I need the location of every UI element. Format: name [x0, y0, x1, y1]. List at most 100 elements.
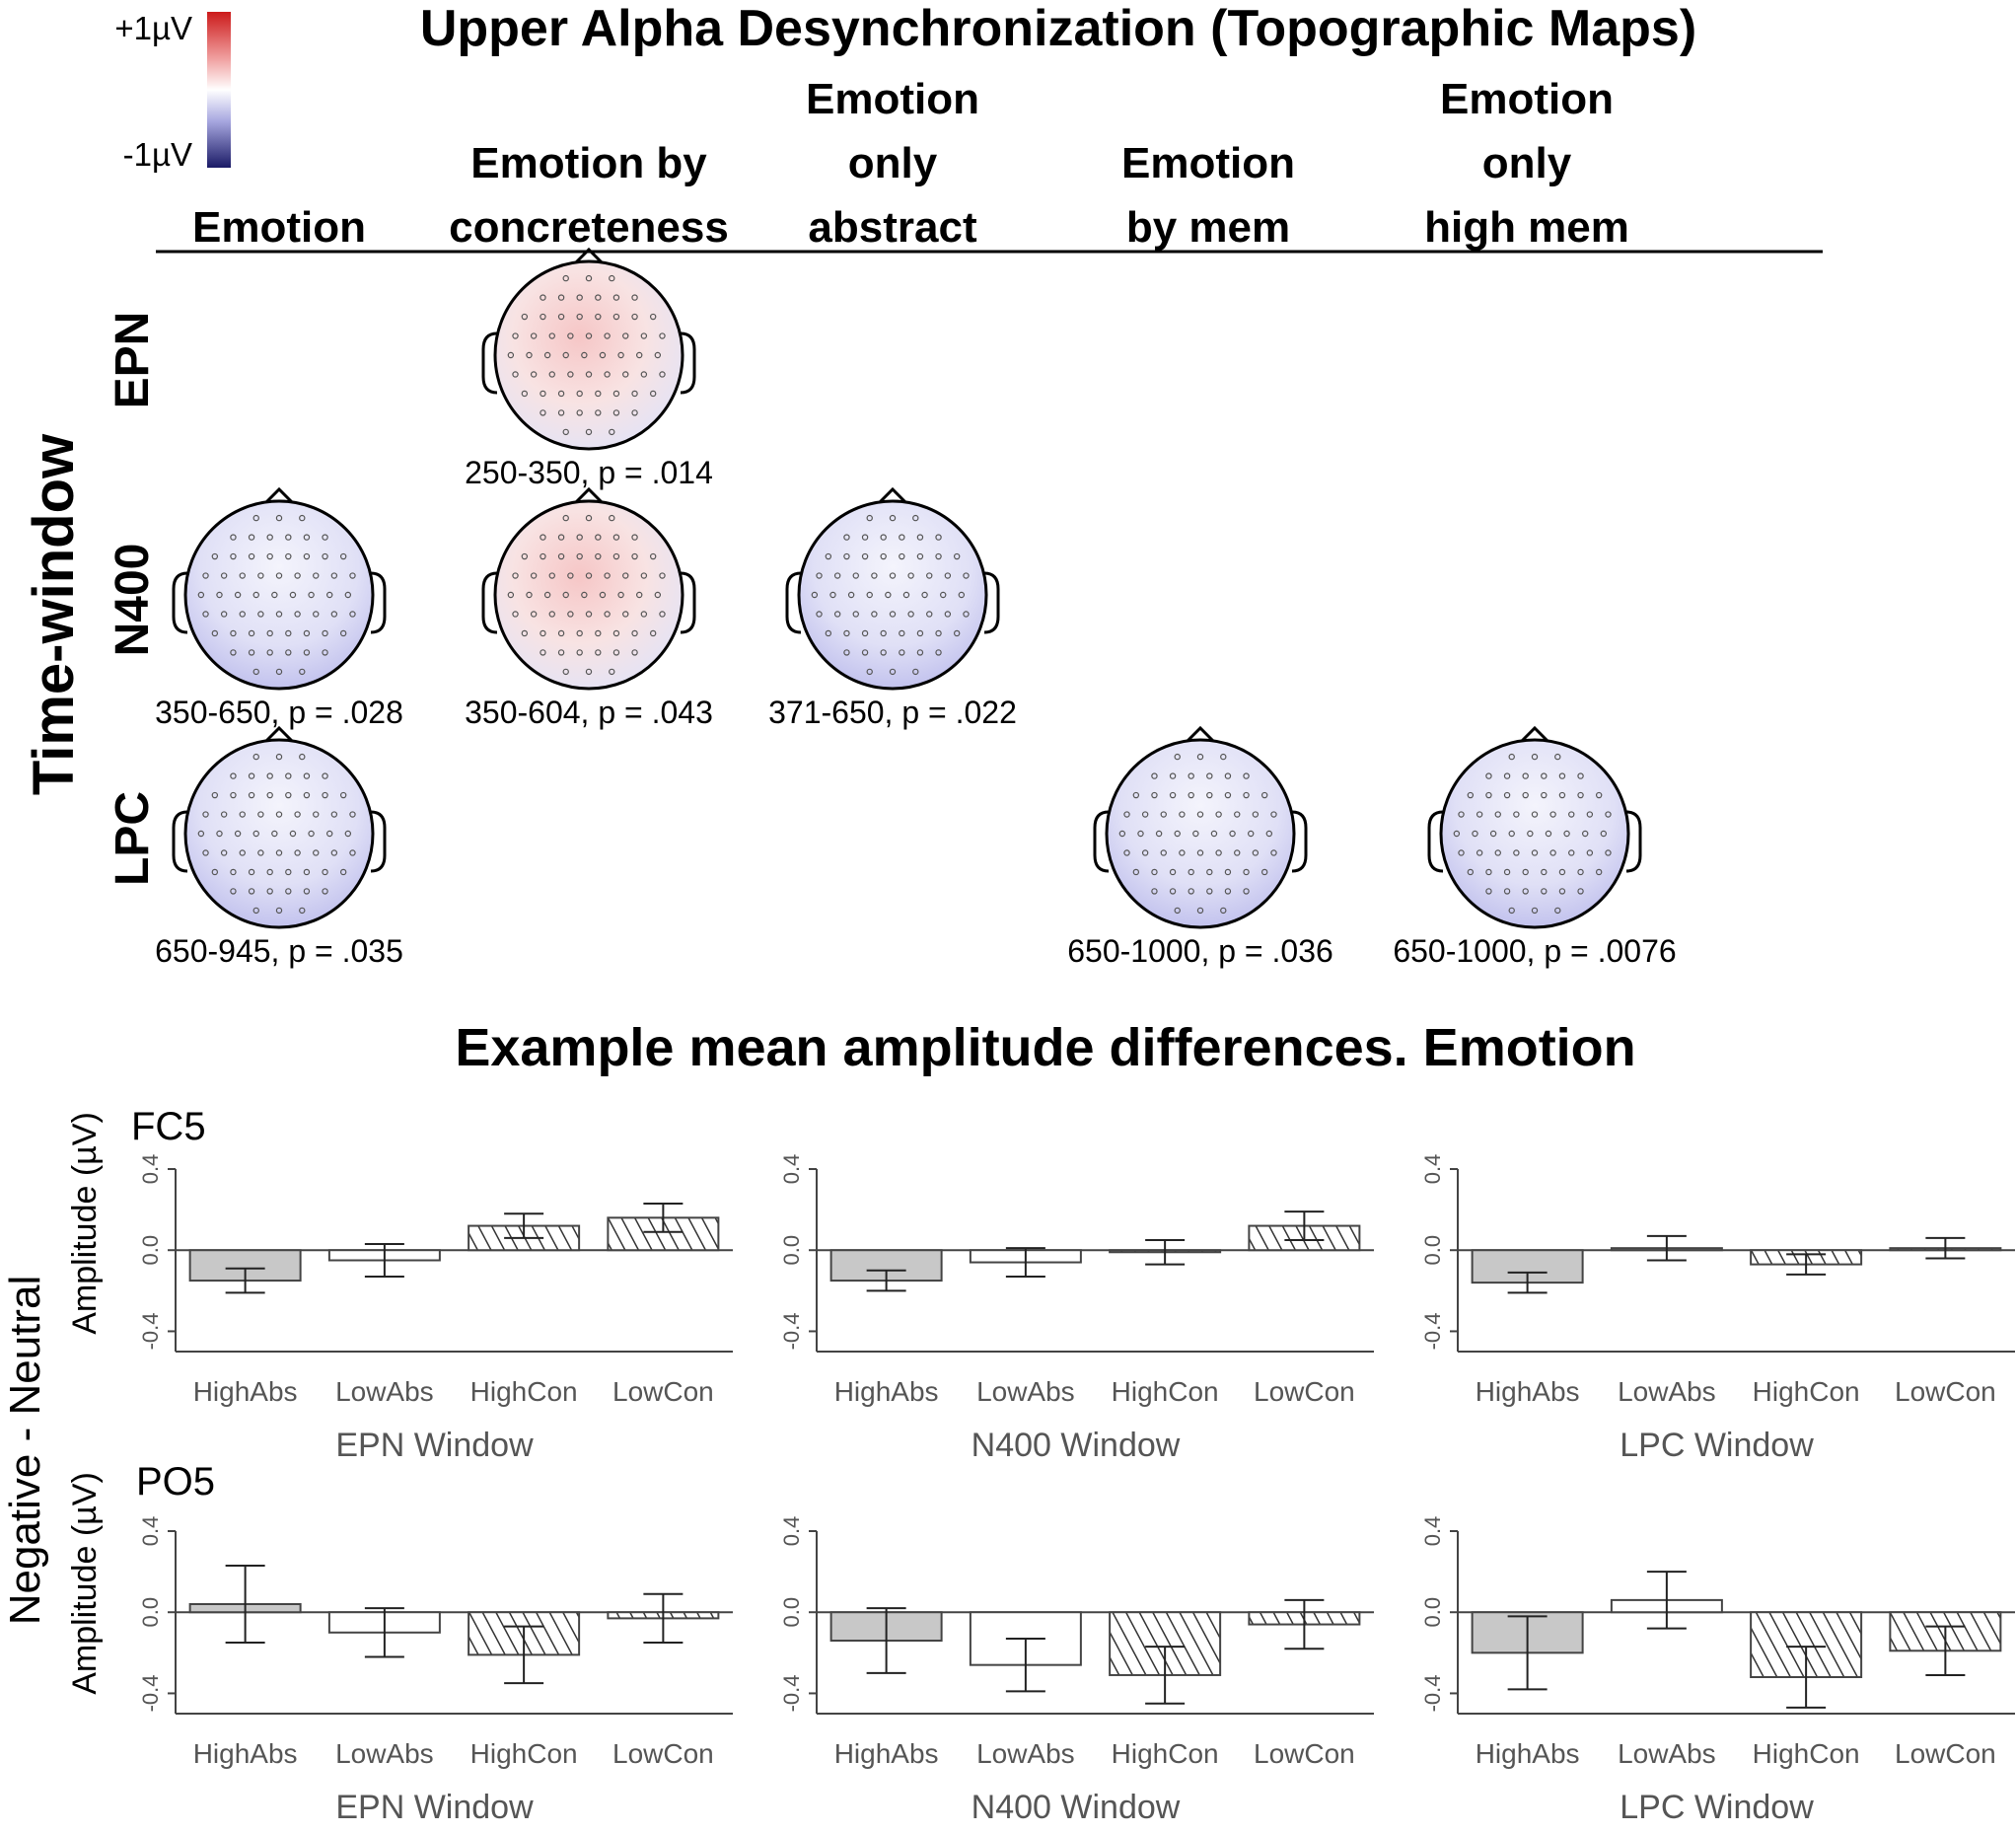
electrode-dot: [234, 830, 242, 838]
electrode-dot: [1206, 791, 1213, 799]
electrode-dot: [604, 332, 611, 339]
electrode-dot: [266, 629, 273, 637]
electrode-dot: [935, 534, 942, 541]
nose: [263, 486, 295, 505]
electrode-dot: [567, 611, 574, 618]
electrode-dot: [1169, 868, 1177, 876]
x-tick-label: HighCon: [470, 1738, 578, 1769]
electrode-dot: [1123, 811, 1130, 818]
left-ear: [172, 571, 188, 634]
electrode-dot: [916, 649, 924, 656]
electrode-dot: [540, 294, 546, 301]
electrode-dot: [349, 611, 356, 618]
electrode-dot: [1141, 811, 1149, 818]
section-title: Example mean amplitude differences. Emot…: [455, 1018, 1635, 1077]
electrode-dot: [935, 552, 942, 560]
electrode-dot: [1541, 791, 1548, 799]
bar-highcon: [1750, 1611, 1863, 1678]
electrode-dot: [576, 552, 583, 560]
electrode-dot: [1196, 907, 1204, 915]
bar-lowcon: [607, 1216, 720, 1252]
electrode-dot: [649, 313, 657, 321]
map-caption-3: 371-650, p = .022: [768, 695, 1017, 730]
electrode-dot: [631, 649, 638, 656]
electrode-dot: [926, 611, 933, 618]
electrode-dot: [567, 572, 574, 579]
electrode-dot: [216, 830, 223, 838]
x-tick-label: HighAbs: [834, 1738, 939, 1769]
electrode-dot: [871, 572, 878, 579]
electrode-dot: [330, 849, 338, 856]
electrode-dot: [595, 629, 602, 637]
electrode-dot: [230, 791, 237, 799]
electrode-dot: [1508, 753, 1515, 761]
electrode-dot: [294, 611, 301, 618]
electrode-dot: [880, 649, 887, 656]
electrode-dot: [540, 313, 546, 321]
electrode-dot: [1558, 791, 1566, 799]
electrode-dot: [248, 534, 255, 541]
electrode-dot: [557, 534, 565, 541]
electrode-dot: [640, 611, 648, 618]
electrode-dot: [1494, 849, 1501, 856]
color-scale-bar: [207, 12, 231, 168]
electrode-dot: [926, 572, 933, 579]
electrode-dot: [239, 849, 246, 856]
column-header-3-line-0: Emotion: [1121, 139, 1295, 187]
electrode-dot: [581, 351, 588, 359]
electrode-dot: [252, 830, 259, 838]
electrode-dot: [1252, 811, 1260, 818]
x-tick-label: HighAbs: [1476, 1738, 1580, 1769]
electrode-dot: [1215, 811, 1222, 818]
electrode-dot: [1577, 772, 1584, 779]
electrode-dot: [599, 591, 607, 599]
electrode-dot: [612, 534, 620, 541]
electrode-dot: [1545, 830, 1552, 838]
electrode-dot: [1243, 791, 1250, 799]
electrode-dot: [631, 409, 638, 416]
map-caption-4: 650-945, p = .035: [155, 933, 403, 969]
electrode-dot: [885, 591, 892, 599]
y-tick-label: 0.4: [779, 1516, 804, 1547]
electrode-dot: [1155, 830, 1163, 838]
electrode-dot: [1595, 868, 1603, 876]
electrode-dot: [294, 849, 301, 856]
electrode-dot: [248, 791, 255, 799]
electrode-dot: [631, 294, 638, 301]
electrode-dot: [871, 611, 878, 618]
electrode-dot: [285, 868, 292, 876]
electrode-dot: [507, 351, 515, 359]
electrode-dot: [659, 572, 666, 579]
electrode-dot: [1215, 849, 1222, 856]
x-tick-label: HighAbs: [1476, 1376, 1580, 1407]
electrode-dot: [1513, 811, 1520, 818]
electrode-dot: [275, 811, 283, 818]
head-outline: [493, 259, 684, 451]
electrode-dot: [1260, 791, 1268, 799]
amp-label-top: Amplitude (µV): [66, 1112, 104, 1335]
electrode-dot: [230, 649, 237, 656]
electrode-dot: [239, 811, 246, 818]
electrode-dot: [202, 849, 209, 856]
electrode-dot: [220, 572, 228, 579]
electrode-dot: [907, 572, 914, 579]
electrode-dot: [585, 611, 593, 618]
electrode-dot: [631, 313, 638, 321]
electrode-dot: [847, 591, 855, 599]
topo-map-2: 350-604, p = .043: [465, 486, 713, 730]
electrode-dot: [285, 552, 292, 560]
electrode-dot: [843, 649, 850, 656]
y-tick-label: 0.0: [1420, 1597, 1445, 1628]
electrode-dot: [916, 629, 924, 637]
electrode-dot: [1206, 888, 1213, 895]
electrode-dot: [557, 294, 565, 301]
electrode-dot: [1558, 868, 1566, 876]
electrode-dot: [953, 629, 961, 637]
electrode-dot: [1513, 849, 1520, 856]
electrode-dot: [266, 534, 273, 541]
electrode-dot: [916, 552, 924, 560]
electrode-dot: [1568, 849, 1575, 856]
